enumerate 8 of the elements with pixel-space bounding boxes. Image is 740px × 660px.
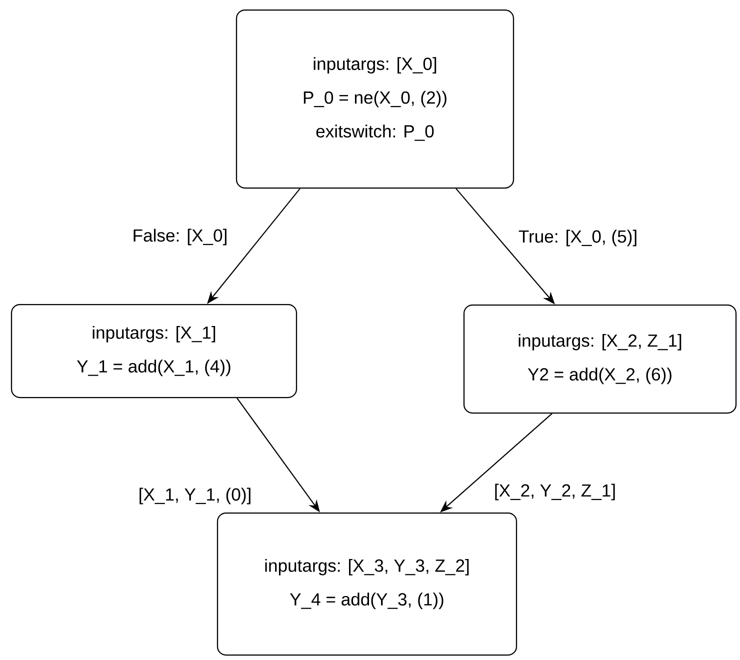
process-box: inputargs: [X_1] Y_1 = add(X_1, (4))	[10, 304, 298, 398]
edge-label: [X_1, Y_1, (0)]	[136, 486, 254, 506]
process-box: inputargs: [X_0] P_0 = ne(X_0, (2)) exitswitch: P_0	[236, 9, 514, 189]
edge-label: True: [X_0, (5)]	[517, 228, 639, 248]
edge-label: False: [X_0]	[130, 227, 230, 247]
process-box: inputargs: [X_2, Z_1] Y2 = add(X_2, (6))	[463, 304, 737, 414]
process-box: inputargs: [X_3, Y_3, Z_2] Y_4 = add(Y_3, (1))	[216, 512, 518, 656]
edge-label: [X_2, Y_2, Z_1]	[492, 482, 618, 502]
